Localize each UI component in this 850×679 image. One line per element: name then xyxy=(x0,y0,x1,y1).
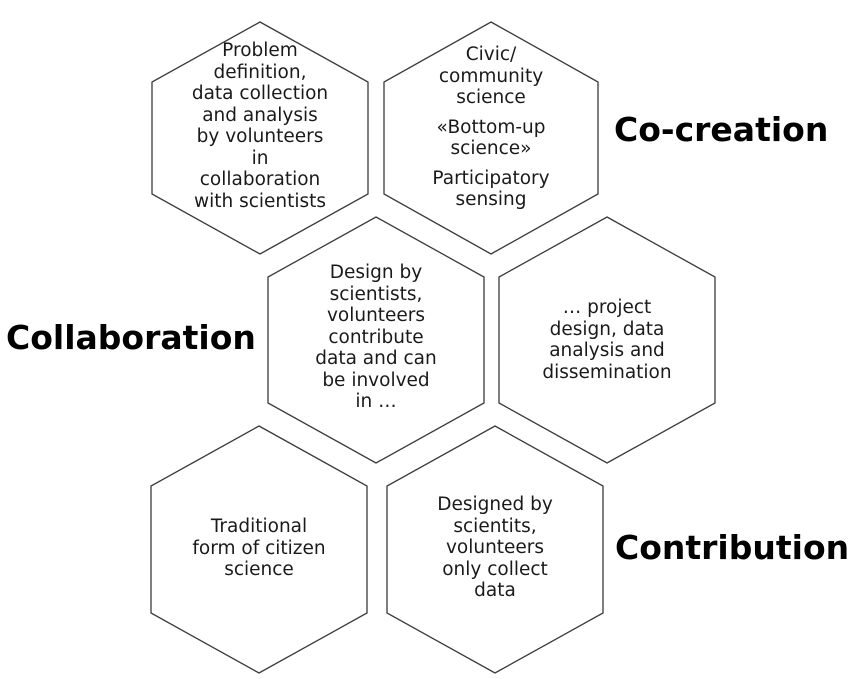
hex-line: science xyxy=(224,559,294,580)
hex-line: science» xyxy=(450,138,532,159)
hex-line: sensing xyxy=(455,189,527,210)
hex-text-cocreation-definition: Problem definition, data collection and … xyxy=(160,40,360,212)
hex-line: community xyxy=(438,65,544,87)
hex-line: only collect xyxy=(442,558,548,580)
hex-text-cocreation-examples: Civic/ community science «Bottom-up scie… xyxy=(391,44,591,211)
hex-line: data xyxy=(474,580,516,601)
hex-line: be involved xyxy=(322,369,430,391)
hex-line: scientists, xyxy=(329,283,423,305)
hex-line: analysis and xyxy=(549,340,665,361)
label-contribution: Contribution xyxy=(615,528,850,567)
hex-line: volunteers xyxy=(445,537,545,558)
spacer xyxy=(391,160,591,168)
hex-line: Civic/ xyxy=(465,44,517,65)
hex-line: «Bottom-up xyxy=(436,116,546,138)
hex-line: science xyxy=(456,87,526,108)
hex-line: Designed by xyxy=(437,494,553,515)
hex-line: in … xyxy=(355,391,397,412)
hex-line: … project xyxy=(562,297,652,318)
hexagon-cocreation-examples xyxy=(383,21,599,255)
hex-line: in xyxy=(251,147,269,169)
hex-line: Traditional xyxy=(210,516,308,537)
hexagon-collaboration-definition xyxy=(267,216,485,464)
hex-line: definition, xyxy=(213,61,307,83)
hex-text-collaboration-definition: Design by scientists, volunteers contrib… xyxy=(276,262,476,413)
spacer xyxy=(391,109,591,117)
hex-text-contribution-traditional: Traditional form of citizen science xyxy=(159,516,359,581)
hex-line: by volunteers xyxy=(196,126,324,147)
hex-line: Design by xyxy=(329,262,423,283)
hex-line: data and can xyxy=(315,348,437,369)
label-co-creation: Co-creation xyxy=(614,110,829,149)
hexagon-collaboration-continuation xyxy=(498,216,716,464)
hex-line: form of citizen xyxy=(192,537,326,559)
hex-line: Problem xyxy=(222,40,298,61)
hex-line: contribute xyxy=(328,326,424,348)
label-collaboration: Collaboration xyxy=(6,318,256,357)
hexagon-cocreation-definition xyxy=(151,21,369,255)
hex-line: scientits, xyxy=(453,515,537,537)
hex-text-contribution-definition: Designed by scientits, volunteers only c… xyxy=(395,494,595,602)
hexagon-contribution-definition xyxy=(386,425,604,674)
hex-line: design, data xyxy=(549,318,665,340)
hex-line: dissemination xyxy=(542,361,672,383)
hex-line: and analysis xyxy=(202,104,318,126)
hex-line: data collection xyxy=(191,83,329,104)
hex-line: volunteers xyxy=(326,305,426,326)
hex-line: with scientists xyxy=(193,190,327,212)
hex-text-collaboration-continuation: … project design, data analysis and diss… xyxy=(507,297,707,383)
hex-line: collaboration xyxy=(199,169,321,190)
hexagon-contribution-traditional xyxy=(150,425,368,674)
hex-line: Participatory xyxy=(432,167,550,189)
